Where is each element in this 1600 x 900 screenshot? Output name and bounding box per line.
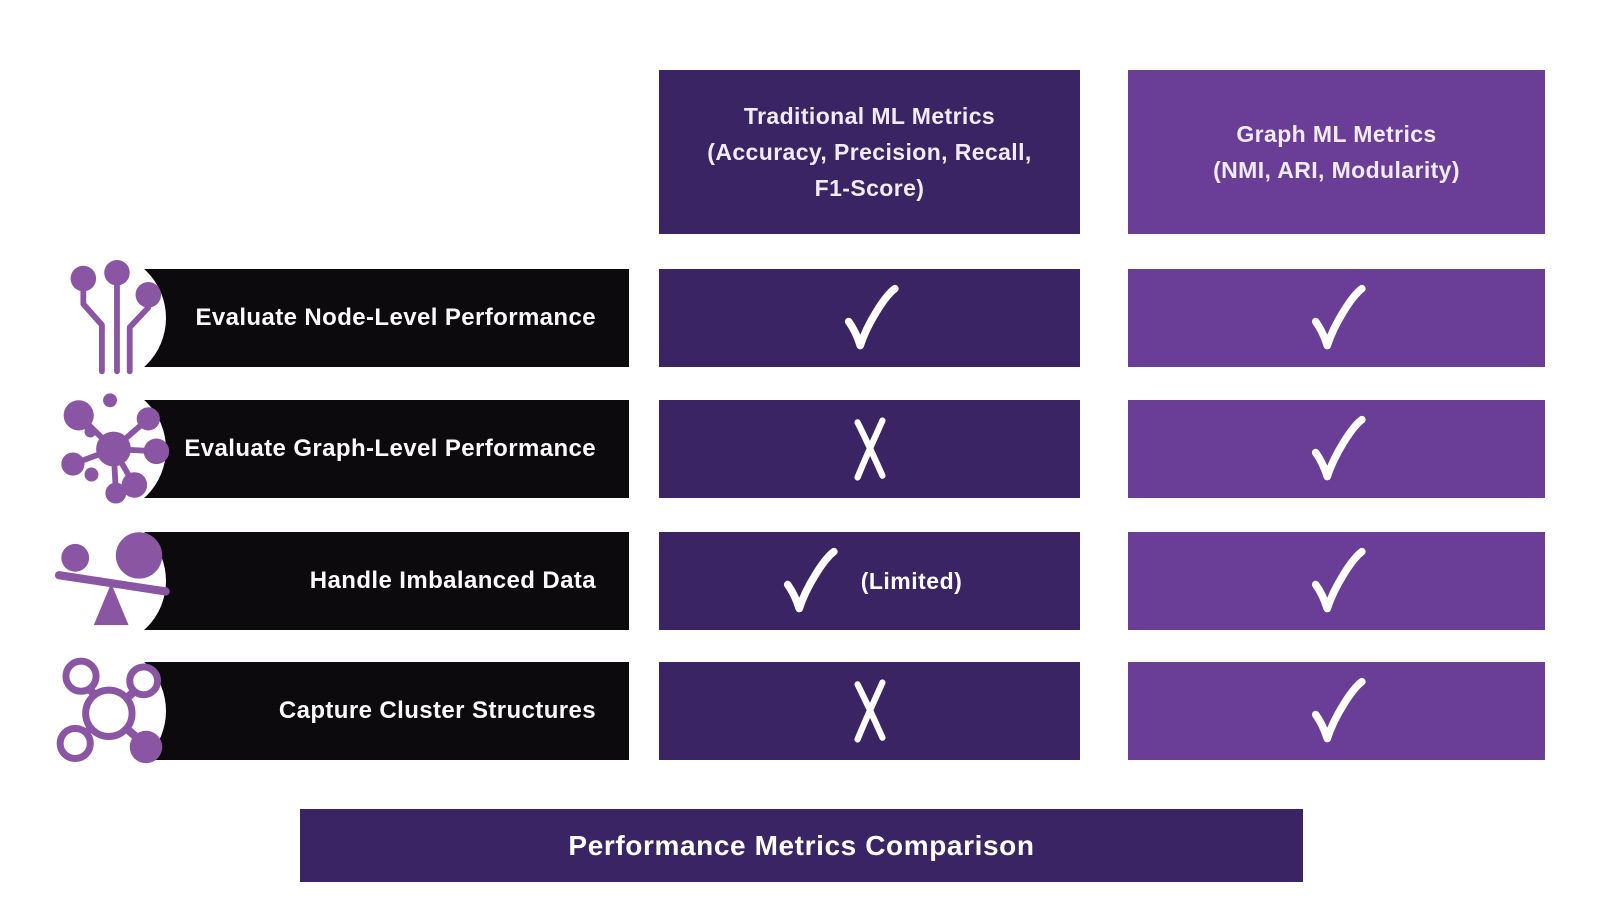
cell-traditional — [659, 400, 1080, 498]
header-title: Traditional ML Metrics — [743, 103, 996, 129]
table-row: Handle Imbalanced Data (Limited) — [0, 515, 1600, 647]
balance-scale-icon — [54, 532, 170, 626]
row-label: Evaluate Node-Level Performance — [195, 304, 596, 331]
x-icon — [853, 417, 886, 481]
cell-graph — [1128, 400, 1545, 498]
footer-title: Performance Metrics Comparison — [568, 829, 1035, 861]
header-graph-ml-metrics: Graph ML Metrics (NMI, ARI, Modularity) — [1128, 70, 1545, 234]
row-label: Evaluate Graph-Level Performance — [184, 435, 596, 462]
header-traditional-ml-metrics: Traditional ML Metrics (Accuracy, Precis… — [659, 70, 1080, 234]
cell-graph — [1128, 269, 1545, 367]
header-title: Graph ML Metrics — [1236, 121, 1437, 147]
header-subtitle: (NMI, ARI, Modularity) — [1213, 157, 1460, 183]
check-icon — [783, 547, 838, 613]
cell-graph — [1128, 662, 1545, 760]
row-label: Capture Cluster Structures — [278, 697, 596, 724]
footer-title-bar: Performance Metrics Comparison — [300, 809, 1303, 882]
x-icon — [853, 679, 886, 743]
check-icon — [1311, 677, 1366, 743]
row-label-bar: Evaluate Graph-Level Performance — [34, 383, 629, 515]
row-label-bar: Handle Imbalanced Data — [34, 515, 629, 647]
table-row: Evaluate Graph-Level Performance — [0, 383, 1600, 515]
check-icon — [1311, 415, 1366, 481]
node-pins-icon — [70, 260, 162, 375]
check-icon — [1311, 547, 1366, 613]
cell-graph — [1128, 532, 1545, 630]
header-subtitle: (Accuracy, Precision, Recall, F1-Score) — [707, 139, 1032, 201]
row-label: Handle Imbalanced Data — [309, 567, 596, 594]
network-graph-icon — [61, 393, 170, 504]
check-icon — [1311, 284, 1366, 350]
table-row: Capture Cluster Structures — [0, 645, 1600, 777]
cell-traditional — [659, 269, 1080, 367]
cluster-nodes-icon — [56, 657, 163, 764]
cell-traditional — [659, 662, 1080, 760]
check-icon — [844, 284, 899, 350]
table-row: Evaluate Node-Level Performance — [0, 252, 1600, 384]
row-label-bar: Evaluate Node-Level Performance — [34, 252, 629, 384]
mark-note: (Limited) — [860, 567, 963, 594]
cell-traditional: (Limited) — [659, 532, 1080, 630]
row-label-bar: Capture Cluster Structures — [34, 645, 629, 777]
